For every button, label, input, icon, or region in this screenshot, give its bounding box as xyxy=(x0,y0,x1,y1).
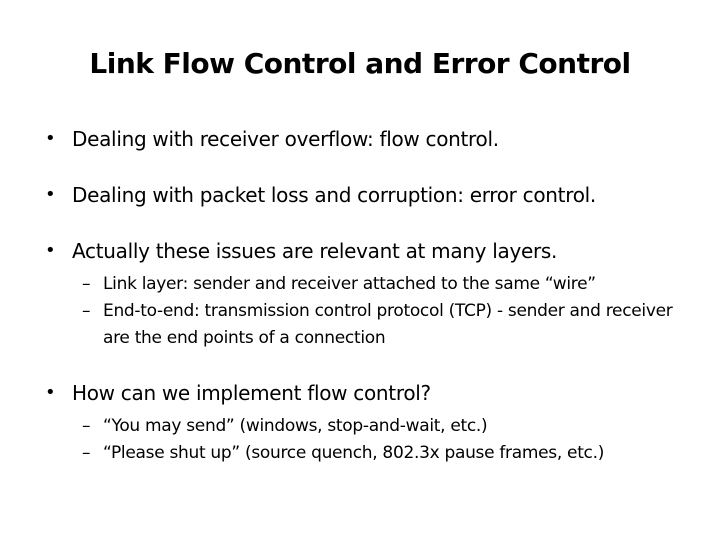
dash-marker-icon: – xyxy=(82,416,91,436)
sub-bullet-list: – “You may send” (windows, stop-and-wait… xyxy=(72,413,704,467)
bullet-marker-icon: • xyxy=(45,382,56,403)
dash-marker-icon: – xyxy=(82,443,91,463)
bullet-item: • Actually these issues are relevant at … xyxy=(45,236,704,352)
slide-title: Link Flow Control and Error Control xyxy=(89,47,631,80)
bullet-text: Actually these issues are relevant at ma… xyxy=(72,239,558,263)
bullet-marker-icon: • xyxy=(45,240,56,261)
bullet-item: • How can we implement flow control? – “… xyxy=(45,378,704,467)
sub-bullet-text: “You may send” (windows, stop-and-wait, … xyxy=(103,416,488,436)
bullet-text: Dealing with packet loss and corruption:… xyxy=(72,183,596,207)
bullet-text: Dealing with receiver overflow: flow con… xyxy=(72,127,499,151)
slide-body: • Dealing with receiver overflow: flow c… xyxy=(0,124,720,467)
dash-marker-icon: – xyxy=(82,274,91,294)
sub-bullet-list: – Link layer: sender and receiver attach… xyxy=(72,271,704,352)
sub-bullet-text: Link layer: sender and receiver attached… xyxy=(103,274,596,294)
sub-bullet-text: End-to-end: transmission control protoco… xyxy=(103,301,673,348)
sub-bullet-item: – Link layer: sender and receiver attach… xyxy=(72,271,704,298)
sub-bullet-item: – “You may send” (windows, stop-and-wait… xyxy=(72,413,704,440)
sub-bullet-item: – End-to-end: transmission control proto… xyxy=(72,298,704,352)
sub-bullet-item: – “Please shut up” (source quench, 802.3… xyxy=(72,440,704,467)
bullet-text: How can we implement flow control? xyxy=(72,381,431,405)
bullet-marker-icon: • xyxy=(45,128,56,149)
sub-bullet-text: “Please shut up” (source quench, 802.3x … xyxy=(103,443,605,463)
bullet-item: • Dealing with receiver overflow: flow c… xyxy=(45,124,704,154)
dash-marker-icon: – xyxy=(82,301,91,321)
bullet-marker-icon: • xyxy=(45,184,56,205)
bullet-item: • Dealing with packet loss and corruptio… xyxy=(45,180,704,210)
